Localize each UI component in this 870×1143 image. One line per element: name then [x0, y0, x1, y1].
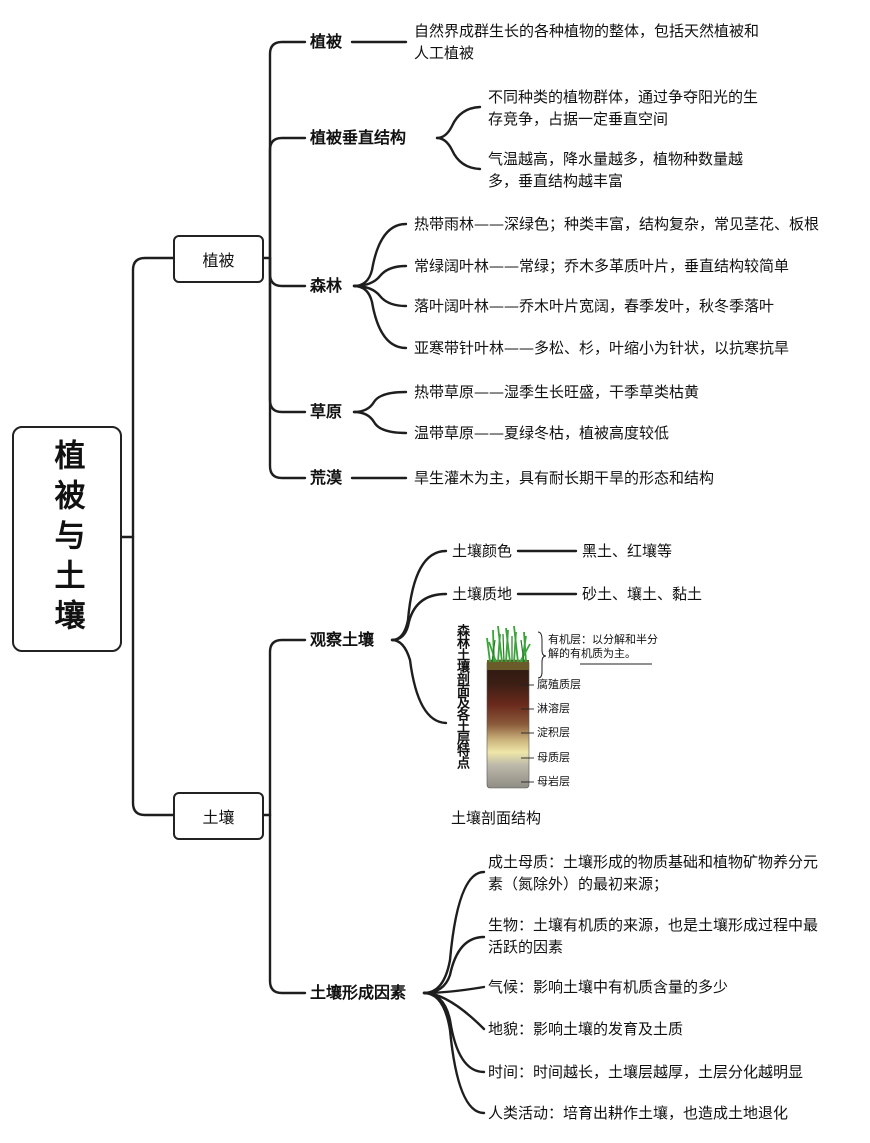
grassland-point-1: 热带草原——湿季生长旺盛，干季草类枯黄 [414, 383, 700, 401]
layer-humus: 腐殖质层 [537, 678, 581, 691]
soil-profile-vertical-title: 森林土壤剖面及各土层特点 [454, 624, 469, 768]
root-node: 植被与土壤 [12, 426, 122, 652]
layer-bedrock: 母岩层 [537, 775, 570, 788]
grassland-point-2: 温带草原——夏绿冬枯，植被高度较低 [414, 424, 670, 442]
forest-label: 森林 [310, 276, 343, 295]
vertical-point-2: 气温越高，降水量越多，植物种数量越多，垂直结构越丰富 [488, 150, 744, 190]
factor-human-activity: 人类活动：培育出耕作土壤，也造成土地退化 [488, 1104, 789, 1122]
factor-landform: 地貌：影响土壤的发育及土质 [488, 1020, 684, 1038]
forest-point-2: 常绿阔叶林——常绿；乔木多革质叶片，垂直结构较简单 [414, 257, 790, 275]
vegetation-definition-label: 植被 [310, 32, 343, 51]
forest-point-3: 落叶阔叶林——乔木叶片宽阔，春季发叶，秋冬季落叶 [414, 297, 775, 315]
vegetation-node: 植被 [173, 235, 264, 283]
soil-label: 土壤 [202, 808, 235, 827]
factor-parent-material: 成土母质：土壤形成的物质基础和植物矿物养分元素（氮除外）的最初来源； [488, 853, 819, 893]
factor-climate: 气候：影响土壤中有机质含量的多少 [488, 978, 729, 996]
observe-soil-label: 观察土壤 [310, 630, 375, 649]
desert-label: 荒漠 [310, 468, 343, 487]
organic-layer-note: 有机层：以分解和半分解的有机质为主。 [548, 633, 658, 660]
layer-eluvial: 淋溶层 [537, 702, 570, 715]
soil-texture-label: 土壤质地 [452, 585, 513, 603]
forest-point-1: 热带雨林——深绿色；种类丰富，结构复杂，常见茎花、板根 [414, 215, 820, 233]
soil-color-value: 黑土、红壤等 [582, 542, 673, 560]
vegetation-definition-text: 自然界成群生长的各种植物的整体，包括天然植被和人工植被 [414, 22, 760, 62]
layer-parent-material: 母质层 [537, 751, 570, 764]
formation-label: 土壤形成因素 [310, 983, 407, 1002]
desert-text: 旱生灌木为主，具有耐长期干旱的形态和结构 [414, 469, 715, 487]
grassland-label: 草原 [310, 402, 343, 421]
vegetation-label: 植被 [202, 251, 235, 270]
forest-point-4: 亚寒带针叶林——多松、杉，叶缩小为针状，以抗寒抗旱 [414, 339, 790, 357]
soil-texture-value: 砂土、壤土、黏土 [582, 585, 703, 603]
soil-profile-caption: 土壤剖面结构 [451, 809, 542, 827]
factor-biology: 生物：土壤有机质的来源，也是土壤形成过程中最活跃的因素 [488, 916, 819, 956]
vertical-point-1: 不同种类的植物群体，通过争夺阳光的生存竞争，占据一定垂直空间 [488, 88, 759, 128]
factor-time: 时间：时间越长，土壤层越厚，土层分化越明显 [488, 1063, 804, 1081]
root-title: 植被与土壤 [48, 439, 85, 639]
soil-profile-illustration [486, 625, 652, 789]
layer-illuvial: 淀积层 [537, 726, 570, 739]
soil-node: 土壤 [173, 792, 264, 840]
soil-color-label: 土壤颜色 [452, 542, 513, 560]
vertical-structure-label: 植被垂直结构 [310, 128, 407, 147]
